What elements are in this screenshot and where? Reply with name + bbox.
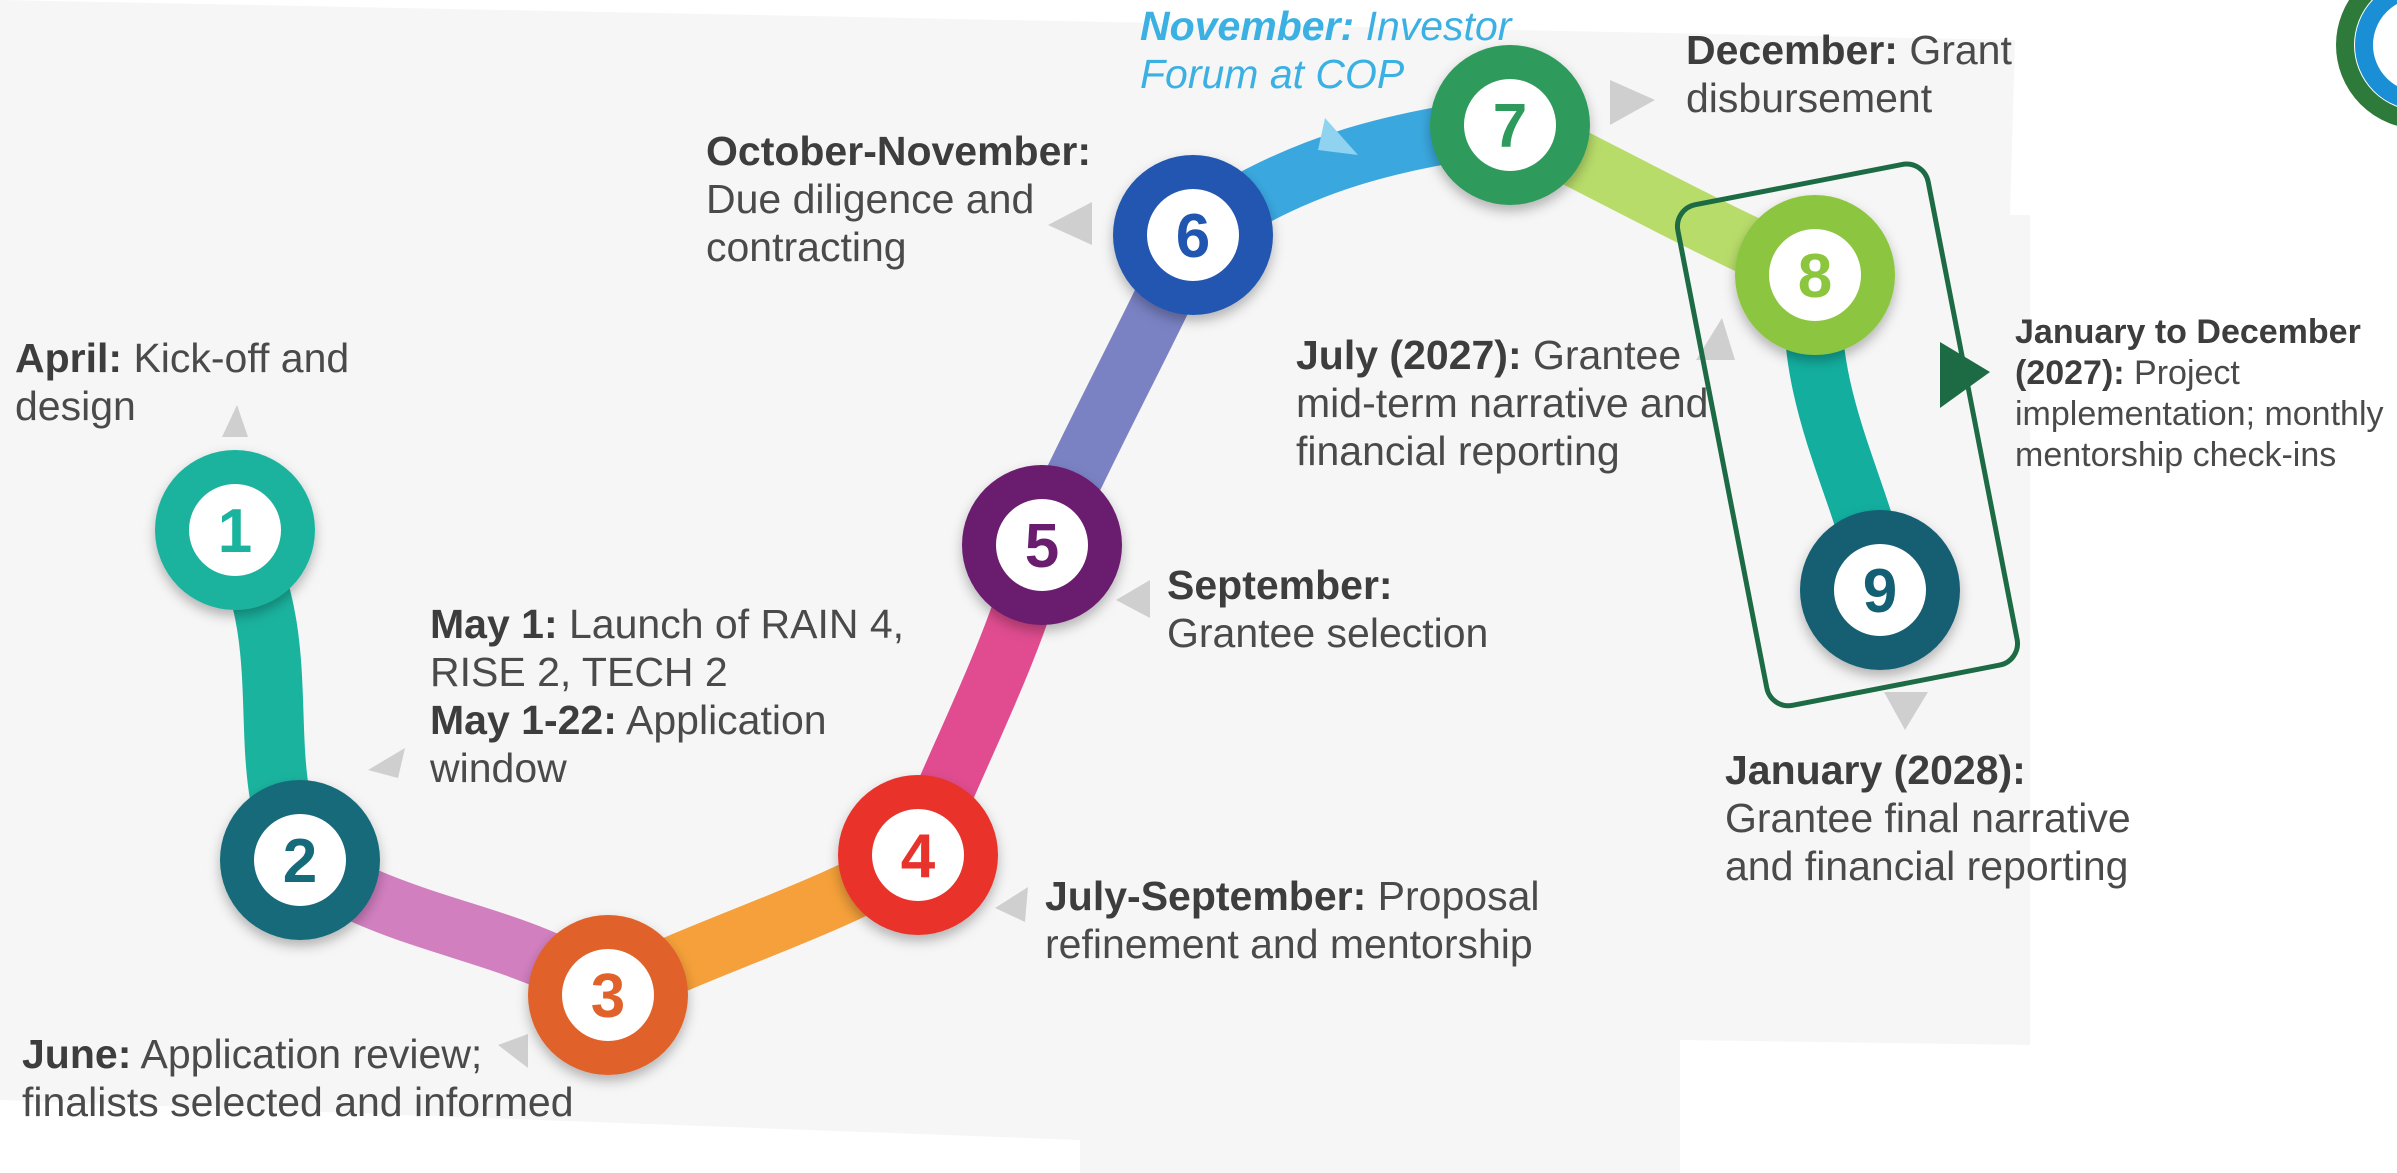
- arrow-6: [1048, 202, 1092, 245]
- milestone-number-9: 9: [1863, 557, 1897, 626]
- milestone-node-5: 5: [962, 465, 1122, 625]
- pointer-arrows: [222, 80, 1928, 1068]
- arrow-9: [1884, 692, 1928, 730]
- milestone-number-4: 4: [901, 822, 936, 891]
- milestone-core-3: [562, 949, 654, 1041]
- investor-forum-date: November:: [1140, 3, 1355, 49]
- label-9-date: January (2028):: [1725, 747, 2026, 793]
- label-2-text: Launch of RAIN 4, RISE 2, TECH 2: [430, 601, 905, 695]
- label-2-text-2: Application window: [430, 697, 827, 791]
- label-6: October-November: Due diligence and cont…: [706, 127, 1106, 271]
- label-1-date: April:: [15, 335, 123, 381]
- arrow-8: [1696, 318, 1735, 360]
- label-3: June: Application review; finalists sele…: [22, 1030, 602, 1126]
- implementation-date: January to December (2027):: [2015, 313, 2361, 392]
- milestone-core-1: [189, 484, 281, 576]
- label-8-text: Grantee mid-term narrative and financial…: [1296, 332, 1709, 474]
- milestone-number-8: 8: [1798, 242, 1832, 311]
- milestone-core-5: [996, 499, 1088, 591]
- label-6-text: Due diligence and contracting: [706, 176, 1035, 270]
- label-9: January (2028): Grantee final narrative …: [1725, 746, 2165, 890]
- implementation-pointer: [1940, 342, 1990, 408]
- arrow-2: [368, 748, 405, 778]
- label-7-date: December:: [1686, 27, 1898, 73]
- milestone-node-9: 9: [1800, 510, 1960, 670]
- milestone-node-4: 4: [838, 775, 998, 935]
- milestone-node-2: 2: [220, 780, 380, 940]
- milestone-node-3: 3: [528, 915, 688, 1075]
- milestone-core-4: [872, 809, 964, 901]
- label-1: April: Kick-off and design: [15, 334, 375, 430]
- milestone-node-8: 8: [1735, 195, 1895, 355]
- implementation-frame: [1674, 161, 2021, 709]
- milestone-core-9: [1834, 544, 1926, 636]
- label-4: July-September: Proposal refinement and …: [1045, 872, 1565, 968]
- label-5-text: Grantee selection: [1167, 610, 1489, 656]
- arrow-7: [1610, 80, 1655, 125]
- label-4-date: July-September:: [1045, 873, 1367, 919]
- milestone-core-7: [1464, 79, 1556, 171]
- implementation-text: Project implementation; monthly mentorsh…: [2015, 354, 2384, 474]
- milestone-core-2: [254, 814, 346, 906]
- label-8-date: July (2027):: [1296, 332, 1522, 378]
- milestone-node-7: 7: [1430, 45, 1590, 205]
- milestone-number-5: 5: [1025, 512, 1059, 581]
- label-2-date-2: May 1-22:: [430, 697, 617, 743]
- label-6-date: October-November:: [706, 128, 1092, 174]
- milestone-nodes: 1 2 3 4 5 6 7 8 9: [155, 45, 1960, 1075]
- milestone-number-6: 6: [1176, 202, 1210, 271]
- label-8: July (2027): Grantee mid-term narrative …: [1296, 331, 1726, 475]
- investor-forum-text: Investor Forum at COP: [1140, 3, 1512, 97]
- milestone-core-8: [1769, 229, 1861, 321]
- milestone-node-6: 6: [1113, 155, 1273, 315]
- investor-forum-label: November: Investor Forum at COP: [1140, 2, 1540, 98]
- label-3-text: Application review; finalists selected a…: [22, 1031, 574, 1125]
- arrow-forum[interactable]: [1318, 118, 1358, 155]
- milestone-number-1: 1: [218, 497, 252, 566]
- label-1-text: Kick-off and design: [15, 335, 350, 429]
- organization-logo: [2336, 0, 2397, 126]
- label-4-text: Proposal refinement and mentorship: [1045, 873, 1540, 967]
- label-2-date: May 1:: [430, 601, 558, 647]
- arrow-3: [498, 1034, 528, 1068]
- label-7: December: Grant disbursement: [1686, 26, 2016, 122]
- implementation-label: January to December (2027): Project impl…: [2015, 312, 2395, 476]
- arrow-1: [222, 405, 248, 437]
- arrow-5: [1116, 580, 1150, 618]
- label-9-text: Grantee final narrative and financial re…: [1725, 795, 2131, 889]
- milestone-number-7: 7: [1493, 92, 1527, 161]
- label-5: September: Grantee selection: [1167, 561, 1507, 657]
- milestone-number-3: 3: [591, 962, 625, 1031]
- milestone-core-6: [1147, 189, 1239, 281]
- label-3-date: June:: [22, 1031, 132, 1077]
- milestone-node-1: 1: [155, 450, 315, 610]
- arrow-4: [995, 887, 1028, 922]
- label-7-text: Grant disbursement: [1686, 27, 2012, 121]
- label-5-date: September:: [1167, 562, 1393, 608]
- milestone-number-2: 2: [283, 827, 317, 896]
- label-2: May 1: Launch of RAIN 4, RISE 2, TECH 2 …: [430, 600, 930, 792]
